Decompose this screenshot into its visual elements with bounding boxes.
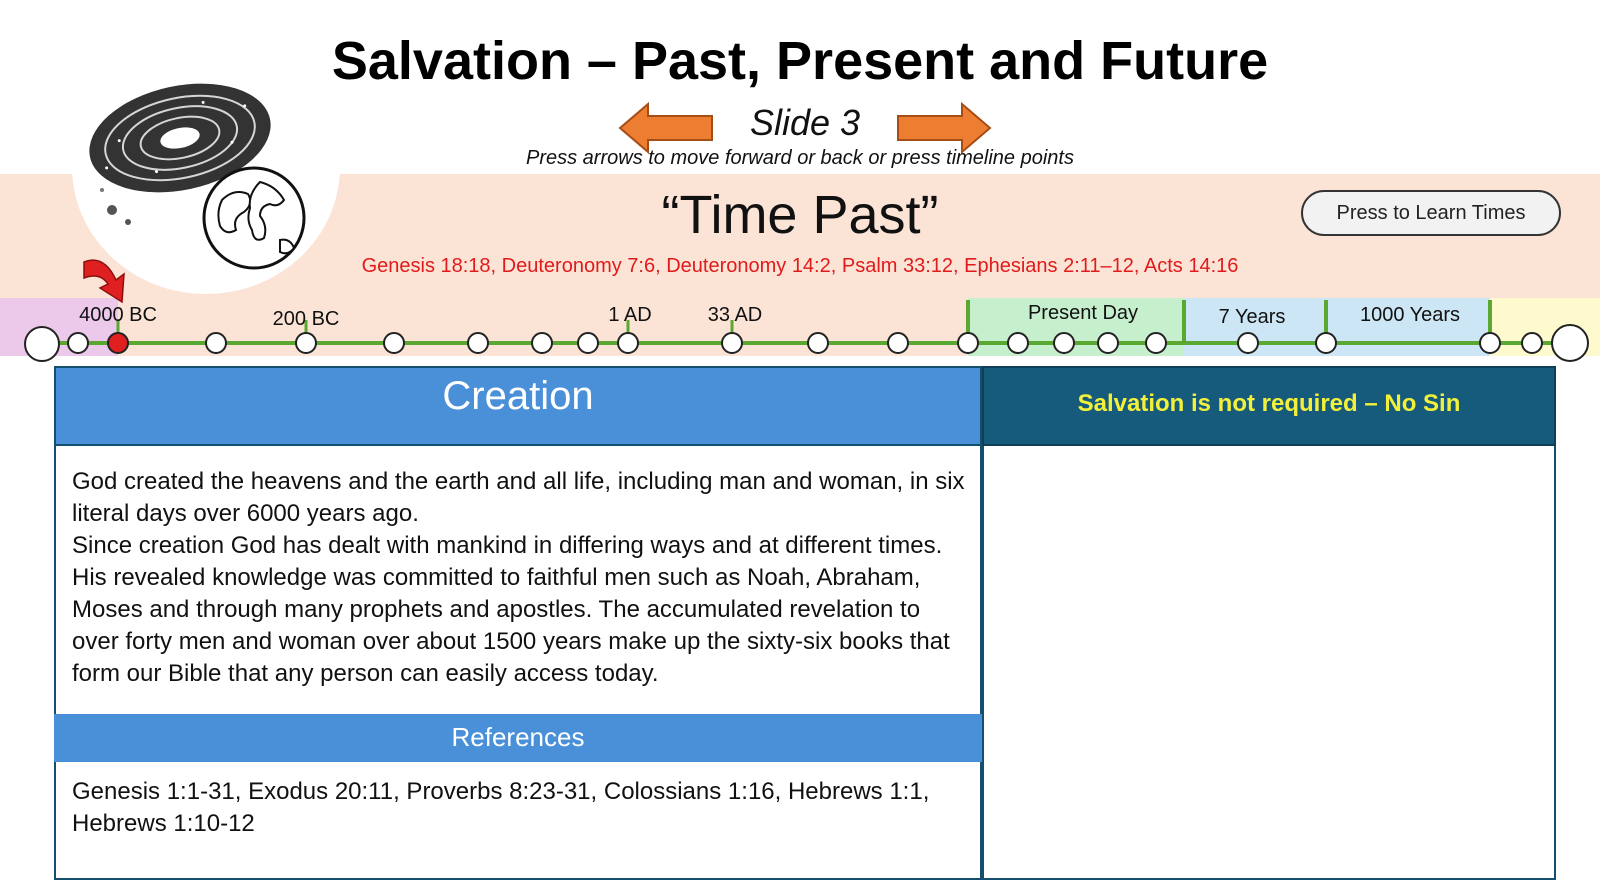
timeline-node[interactable] (807, 332, 829, 354)
timeline-label-200bc: 200 BC (272, 308, 340, 330)
era-title: “Time Past” (661, 185, 939, 245)
timeline-node[interactable] (1097, 332, 1119, 354)
salvation-header (982, 366, 1556, 446)
references-header (54, 714, 982, 762)
timeline-start-node[interactable] (24, 326, 60, 362)
timeline-node[interactable] (383, 332, 405, 354)
galaxy-and-earth-icon (72, 40, 340, 294)
timeline-node[interactable] (205, 332, 227, 354)
timeline-label-7-years: 7 Years (1218, 306, 1286, 328)
learn-times-button[interactable]: Press to Learn Times (1301, 190, 1561, 236)
timeline-node[interactable] (531, 332, 553, 354)
timeline-label-4000bc: 4000 BC (79, 304, 157, 326)
salvation-title: Salvation is not required – No Sin (1077, 390, 1461, 417)
timeline-node[interactable] (617, 332, 639, 354)
timeline-node[interactable] (577, 332, 599, 354)
creation-header (54, 366, 982, 446)
timeline-node[interactable] (1479, 332, 1501, 354)
creation-card (54, 366, 982, 880)
instructions-text: Press arrows to move forward or back or … (526, 147, 1074, 169)
timeline-node[interactable] (295, 332, 317, 354)
arrow-right-icon[interactable] (896, 100, 992, 156)
slide-label: Slide 3 (749, 102, 861, 143)
page-title: Salvation – Past, Present and Future (331, 31, 1269, 91)
timeline-label-1ad: 1 AD (608, 304, 652, 326)
current-position-arrow-icon (80, 254, 132, 306)
creation-body: God created the heavens and the earth an… (72, 466, 972, 690)
arrow-left-icon[interactable] (618, 100, 714, 156)
creation-paragraph-2: Since creation God has dealt with mankin… (72, 532, 950, 687)
timeline-node[interactable] (467, 332, 489, 354)
salvation-card (982, 366, 1556, 880)
timeline: 4000 BC 200 BC 1 AD 33 AD Present Day 7 … (0, 298, 1600, 370)
timeline-node[interactable] (1315, 332, 1337, 354)
timeline-label-1000-years: 1000 Years (1359, 304, 1461, 326)
timeline-node[interactable] (1237, 332, 1259, 354)
timeline-label-33ad: 33 AD (707, 304, 763, 326)
era-references: Genesis 18:18, Deuteronomy 7:6, Deuteron… (361, 255, 1239, 277)
timeline-node[interactable] (1053, 332, 1075, 354)
timeline-node[interactable] (1007, 332, 1029, 354)
timeline-node[interactable] (721, 332, 743, 354)
timeline-node[interactable] (1521, 332, 1543, 354)
timeline-node[interactable] (1145, 332, 1167, 354)
timeline-node[interactable] (887, 332, 909, 354)
references-body: Genesis 1:1-31, Exodus 20:11, Proverbs 8… (72, 778, 930, 837)
creation-paragraph-1: God created the heavens and the earth an… (72, 468, 965, 527)
timeline-end-node[interactable] (1551, 324, 1589, 362)
references-title: References (451, 722, 585, 752)
timeline-node[interactable] (957, 332, 979, 354)
timeline-node-current[interactable] (107, 332, 129, 354)
creation-title: Creation (442, 374, 594, 418)
timeline-label-present-day: Present Day (1027, 302, 1139, 324)
timeline-node[interactable] (67, 332, 89, 354)
